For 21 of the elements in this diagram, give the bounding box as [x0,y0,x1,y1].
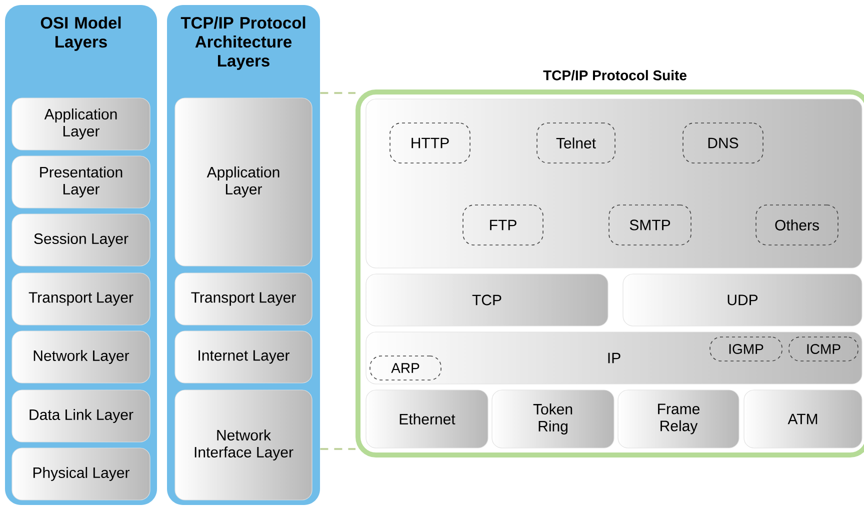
application-area [366,98,862,268]
node-label: TCP/IP Protocol Suite [543,70,686,80]
connector-line [320,92,356,94]
layer-box: Application Layer [12,98,150,150]
layer-box: TCP [366,274,608,326]
layer-box: Data Link Layer [12,390,150,442]
layer-box: Transport Layer [174,272,312,326]
layer-box: Network Layer [12,330,150,384]
layer-box: Internet Layer [174,330,312,384]
layer-box: Network Interface Layer [174,390,312,500]
layer-box: Token Ring [492,390,614,448]
layer-box: Application Layer [174,98,312,266]
connector-line [320,448,356,450]
layer-box: Ethernet [366,390,488,448]
layer-box: Session Layer [12,214,150,266]
layer-box: Physical Layer [12,448,150,500]
layer-box: Frame Relay [618,390,740,448]
layer-box: Transport Layer [12,272,150,326]
layer-box: UDP [622,274,862,326]
layer-box: ATM [744,390,862,448]
layer-box: Presentation Layer [12,156,150,208]
